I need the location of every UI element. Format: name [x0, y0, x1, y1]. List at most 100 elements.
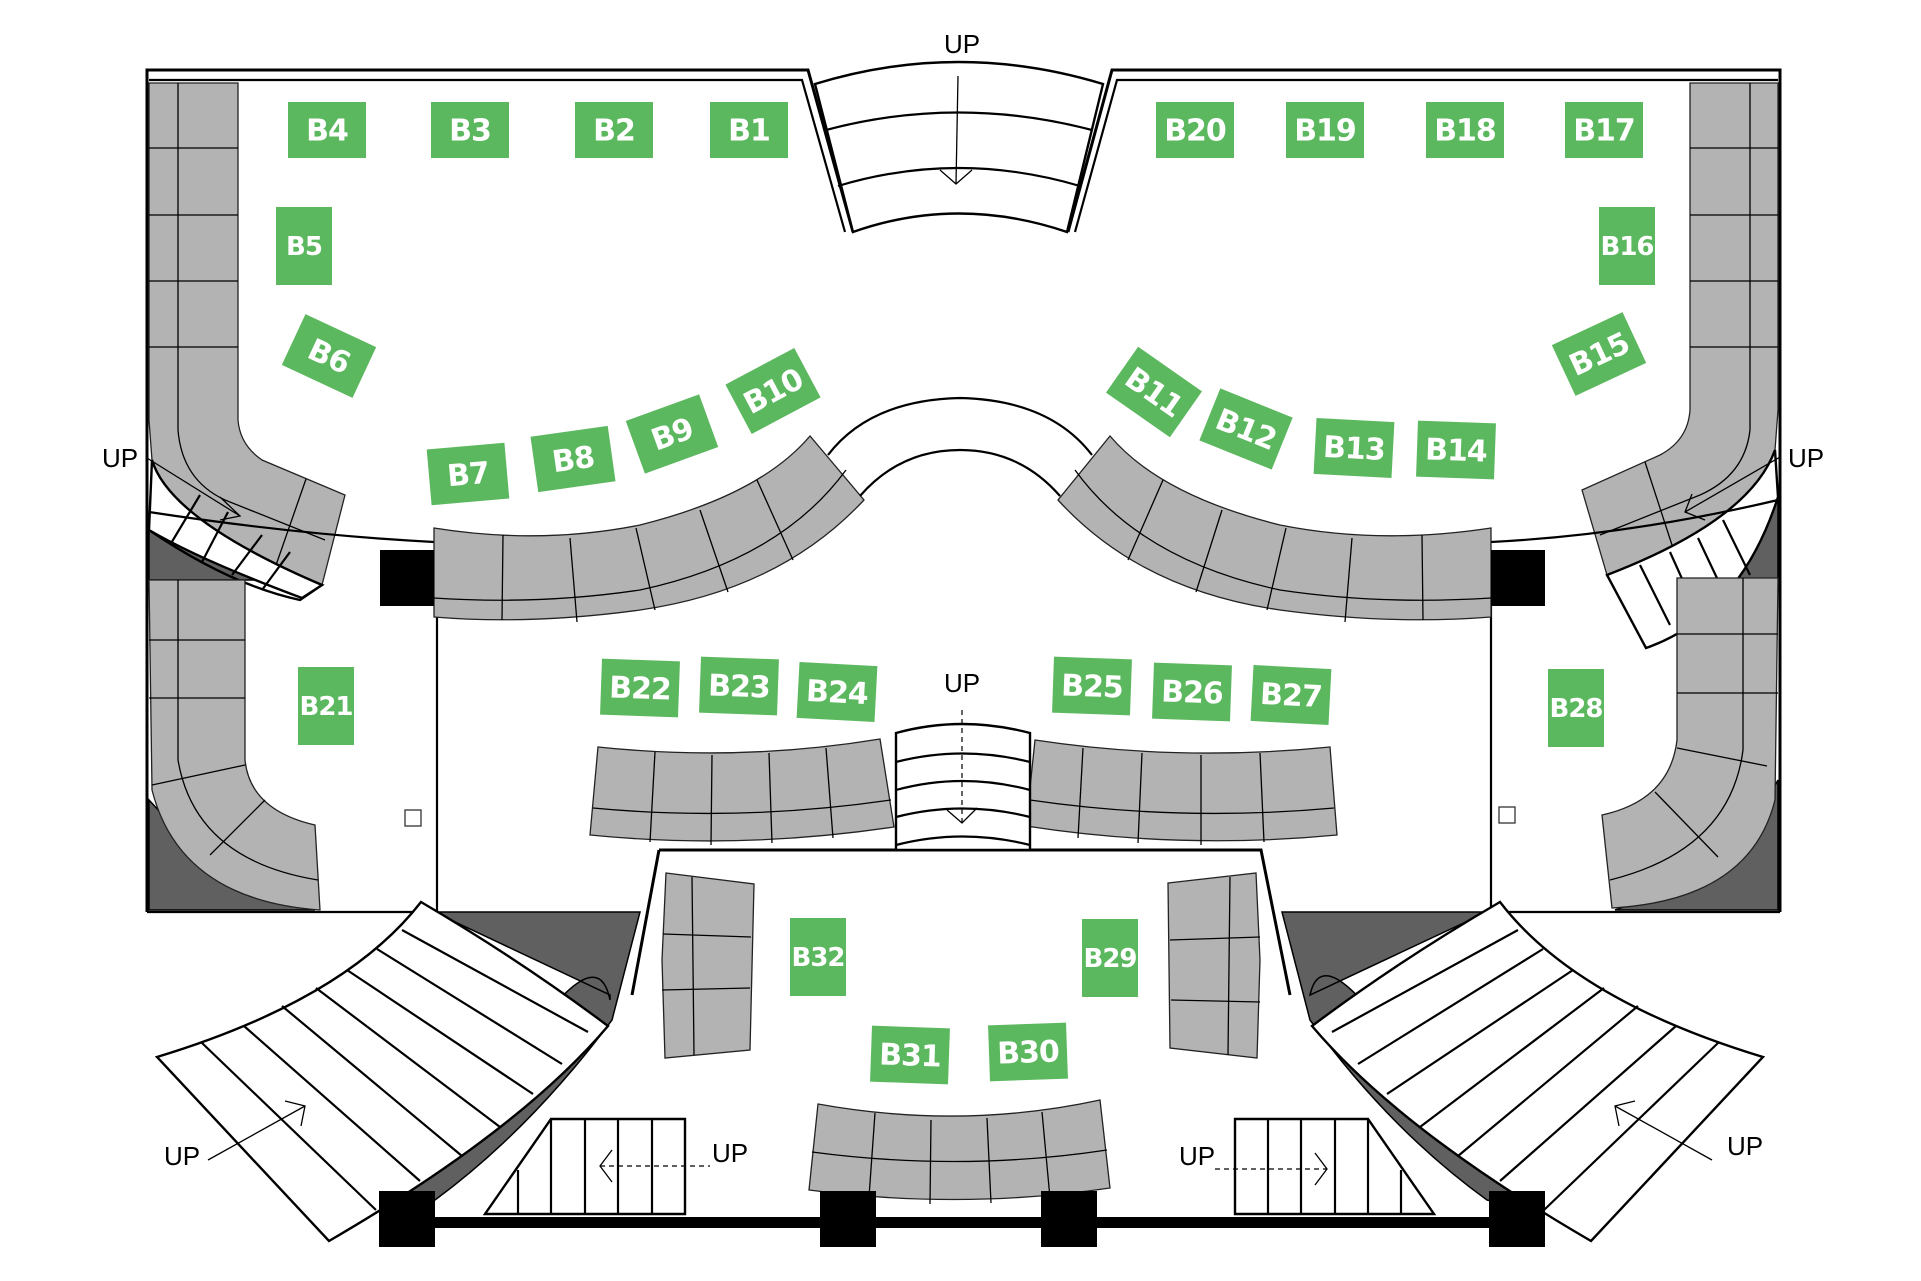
seating-lower-center — [808, 1099, 1111, 1205]
booth-b15[interactable]: B15 — [1551, 312, 1647, 396]
booth-box[interactable] — [725, 347, 821, 435]
booth-b3[interactable]: B3 — [431, 102, 509, 158]
booth-b10[interactable]: B10 — [725, 347, 821, 435]
stair-label-bottom-left-small: UP — [712, 1138, 748, 1168]
booth-label: B20 — [1164, 114, 1226, 149]
booth-label: B14 — [1425, 432, 1488, 469]
booth-b22[interactable]: B22 — [600, 658, 680, 718]
booth-box[interactable] — [1426, 102, 1504, 158]
booth-box[interactable] — [1599, 207, 1655, 285]
booth-b9[interactable]: B9 — [625, 394, 719, 474]
booth-label: B2 — [593, 114, 635, 149]
booth-b21[interactable]: B21 — [298, 667, 354, 745]
booth-box[interactable] — [1565, 102, 1643, 158]
booth-b19[interactable]: B19 — [1286, 102, 1364, 158]
booth-b5[interactable]: B5 — [276, 207, 332, 285]
booth-b2[interactable]: B2 — [575, 102, 653, 158]
booth-box[interactable] — [431, 102, 509, 158]
booth-b32[interactable]: B32 — [790, 918, 846, 996]
booth-box[interactable] — [870, 1025, 950, 1085]
seating-center-upper — [148, 396, 1779, 623]
booth-box[interactable] — [796, 661, 878, 723]
booth-box[interactable] — [1082, 919, 1138, 997]
seating-middle-left — [589, 738, 895, 846]
booth-label: B4 — [306, 114, 348, 149]
booth-box[interactable] — [1548, 669, 1604, 747]
wall-inner-top-left — [149, 78, 847, 233]
stair-top-center: UP — [813, 29, 1105, 234]
booth-label: B17 — [1573, 114, 1635, 149]
booth-box[interactable] — [1551, 312, 1647, 396]
booth-b29[interactable]: B29 — [1082, 919, 1138, 997]
wall-top-right — [1066, 68, 1782, 912]
booth-b31[interactable]: B31 — [870, 1025, 950, 1085]
stair-label-bottom-right-small: UP — [1179, 1141, 1215, 1171]
booth-b18[interactable]: B18 — [1426, 102, 1504, 158]
wall-top-left — [145, 68, 855, 912]
booth-label: B31 — [879, 1037, 942, 1074]
pillar-right-upper — [1491, 550, 1545, 606]
booth-b20[interactable]: B20 — [1156, 102, 1234, 158]
booth-box[interactable] — [790, 918, 846, 996]
booth-b13[interactable]: B13 — [1313, 417, 1395, 479]
booth-box[interactable] — [1152, 662, 1232, 722]
seating-right-lower — [1601, 577, 1779, 909]
booth-box[interactable] — [1250, 664, 1332, 726]
booth-box[interactable] — [276, 207, 332, 285]
booth-box[interactable] — [1286, 102, 1364, 158]
booth-box[interactable] — [1105, 346, 1203, 438]
booth-b23[interactable]: B23 — [699, 656, 779, 716]
wall-inner-top-right — [1073, 78, 1778, 233]
stair-label-right-upper: UP — [1788, 443, 1824, 473]
booth-b4[interactable]: B4 — [288, 102, 366, 158]
booth-box[interactable] — [1416, 420, 1496, 480]
stair-bottom-left-small: UP — [482, 1117, 748, 1216]
booth-box[interactable] — [530, 425, 616, 493]
booth-box[interactable] — [988, 1022, 1068, 1082]
booth-b24[interactable]: B24 — [796, 661, 878, 723]
booth-label: B24 — [805, 674, 868, 712]
booth-label: B29 — [1084, 944, 1137, 974]
stair-right-upper: UP — [1605, 443, 1824, 650]
booth-box[interactable] — [426, 442, 510, 506]
booth-b8[interactable]: B8 — [530, 425, 616, 493]
booth-label: B23 — [708, 668, 771, 705]
booth-b11[interactable]: B11 — [1105, 346, 1203, 438]
booth-box[interactable] — [1313, 417, 1395, 479]
booth-b27[interactable]: B27 — [1250, 664, 1332, 726]
booth-box[interactable] — [699, 656, 779, 716]
pillar-bottom-1 — [379, 1191, 435, 1247]
outer-walls — [145, 68, 1782, 1228]
booth-b1[interactable]: B1 — [710, 102, 788, 158]
lower-stage-right-wall — [659, 848, 1292, 996]
stair-label-left-upper: UP — [102, 443, 138, 473]
booth-label: B3 — [449, 114, 491, 149]
booth-b30[interactable]: B30 — [988, 1022, 1068, 1082]
booth-b25[interactable]: B25 — [1052, 656, 1132, 716]
booth-box[interactable] — [575, 102, 653, 158]
stair-left-upper: UP — [102, 443, 325, 602]
booth-b16[interactable]: B16 — [1599, 207, 1655, 285]
booth-box[interactable] — [281, 314, 377, 398]
booth-box[interactable] — [288, 102, 366, 158]
booth-box[interactable] — [1199, 388, 1293, 470]
booth-box[interactable] — [1156, 102, 1234, 158]
booth-label: B21 — [300, 692, 353, 722]
booth-b26[interactable]: B26 — [1152, 662, 1232, 722]
booth-b7[interactable]: B7 — [426, 442, 510, 506]
booth-b17[interactable]: B17 — [1565, 102, 1643, 158]
stair-label-center-middle: UP — [944, 668, 980, 698]
booth-box[interactable] — [625, 394, 719, 474]
booth-b28[interactable]: B28 — [1548, 669, 1604, 747]
booth-box[interactable] — [1052, 656, 1132, 716]
booth-box[interactable] — [298, 667, 354, 745]
booth-box[interactable] — [600, 658, 680, 718]
stair-bottom-right-wide: UP — [1310, 900, 1766, 1243]
booth-label: B7 — [446, 456, 491, 495]
booth-box[interactable] — [710, 102, 788, 158]
seating-left-upper — [148, 82, 346, 586]
booth-b6[interactable]: B6 — [281, 314, 377, 398]
booth-b14[interactable]: B14 — [1416, 420, 1496, 480]
booth-b12[interactable]: B12 — [1199, 388, 1293, 470]
